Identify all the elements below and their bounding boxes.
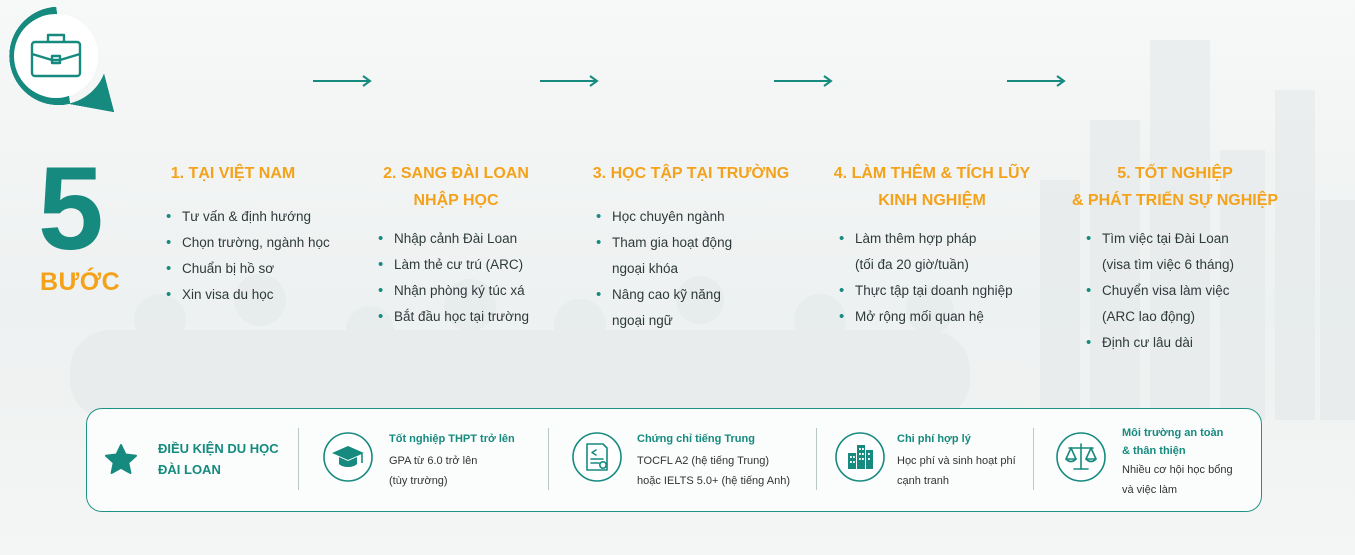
list-item: Chuyển visa làm việc [1084, 278, 1234, 304]
divider [298, 428, 299, 490]
step-2-list: Nhập cảnh Đài Loan Làm thẻ cư trú (ARC) … [376, 226, 529, 330]
arrow-right-icon [1007, 75, 1066, 87]
graduation-cap-icon [323, 432, 373, 482]
list-item: (tối đa 20 giờ/tuần) [855, 257, 969, 272]
step-4-title: 4. LÀM THÊM & TÍCH LŨY KINH NGHIỆM [833, 165, 1031, 209]
condition-3-title: Chi phí hợp lý [897, 433, 971, 445]
divider [816, 428, 817, 490]
step-2-title: 2. SANG ĐÀI LOAN NHẬP HỌC [383, 165, 529, 209]
arrow-right-icon [774, 75, 833, 87]
condition-3-desc: Học phí và sinh hoạt phí cạnh tranh [897, 455, 1016, 487]
condition-1-title: Tốt nghiệp THPT trở lên [389, 433, 515, 445]
step-1-list: Tư vấn & định hướng Chọn trường, ngành h… [164, 204, 330, 308]
list-item: Làm thẻ cư trú (ARC) [376, 252, 529, 278]
step-4-list: Làm thêm hợp pháp (tối đa 20 giờ/tuần) T… [837, 226, 1013, 330]
list-item: Tìm việc tại Đài Loan [1084, 226, 1234, 252]
condition-2-desc: TOCFL A2 (hệ tiếng Trung) hoặc IELTS 5.0… [637, 455, 790, 487]
step-3-list: Học chuyên ngành Tham gia hoạt động ngoạ… [594, 204, 732, 334]
list-item: ngoại ngữ [612, 313, 673, 328]
condition-4-desc: Nhiều cơ hội học bổng và việc làm [1122, 464, 1233, 496]
divider [1033, 428, 1034, 490]
star-icon [105, 444, 137, 474]
list-item: Nhận phòng ký túc xá [376, 278, 529, 304]
step-5-title: 5. TỐT NGHIỆP & PHÁT TRIỂN SỰ NGHIỆP [1071, 165, 1279, 209]
list-item: ngoại khóa [612, 261, 679, 276]
list-item: Mở rộng mối quan hệ [837, 304, 1013, 330]
step-3-title: 3. HỌC TẬP TẠI TRƯỜNG [592, 165, 790, 182]
list-item: (visa tìm việc 6 tháng) [1102, 257, 1235, 272]
city-buildings-icon [835, 432, 885, 482]
step-1-title: 1. TẠI VIỆT NAM [170, 165, 296, 182]
list-item: Thực tập tại doanh nghiệp [837, 278, 1013, 304]
list-item: Định cư lâu dài [1084, 330, 1234, 356]
hero-number: 5 [38, 143, 104, 275]
list-item: Bắt đầu học tại trường [376, 304, 529, 330]
condition-1-desc: GPA từ 6.0 trở lên (tùy trường) [389, 455, 478, 487]
condition-4-title: Môi trường an toàn & thân thiện [1122, 427, 1224, 457]
list-item: Xin visa du học [164, 282, 330, 308]
balance-scale-icon [1056, 432, 1106, 482]
step-5-list: Tìm việc tại Đài Loan (visa tìm việc 6 t… [1084, 226, 1234, 356]
list-item: Học chuyên ngành [594, 204, 732, 230]
hero-label: BƯỚC [40, 268, 121, 296]
certificate-document-icon [572, 432, 622, 482]
list-item: Nâng cao kỹ năng [594, 282, 732, 308]
list-item: Làm thêm hợp pháp [837, 226, 1013, 252]
list-item: Nhập cảnh Đài Loan [376, 226, 529, 252]
arrow-right-icon [540, 75, 599, 87]
list-item: (ARC lao động) [1102, 309, 1196, 324]
condition-2-title: Chứng chỉ tiếng Trung [637, 433, 755, 445]
list-item: Tư vấn & định hướng [164, 204, 330, 230]
divider [548, 428, 549, 490]
arrow-right-icon [313, 75, 372, 87]
list-item: Tham gia hoạt động [594, 230, 732, 256]
list-item: Chọn trường, ngành học [164, 230, 330, 256]
list-item: Chuẩn bị hồ sơ [164, 256, 330, 282]
conditions-heading: ĐIỀU KIỆN DU HỌC ĐÀI LOAN [158, 441, 279, 477]
